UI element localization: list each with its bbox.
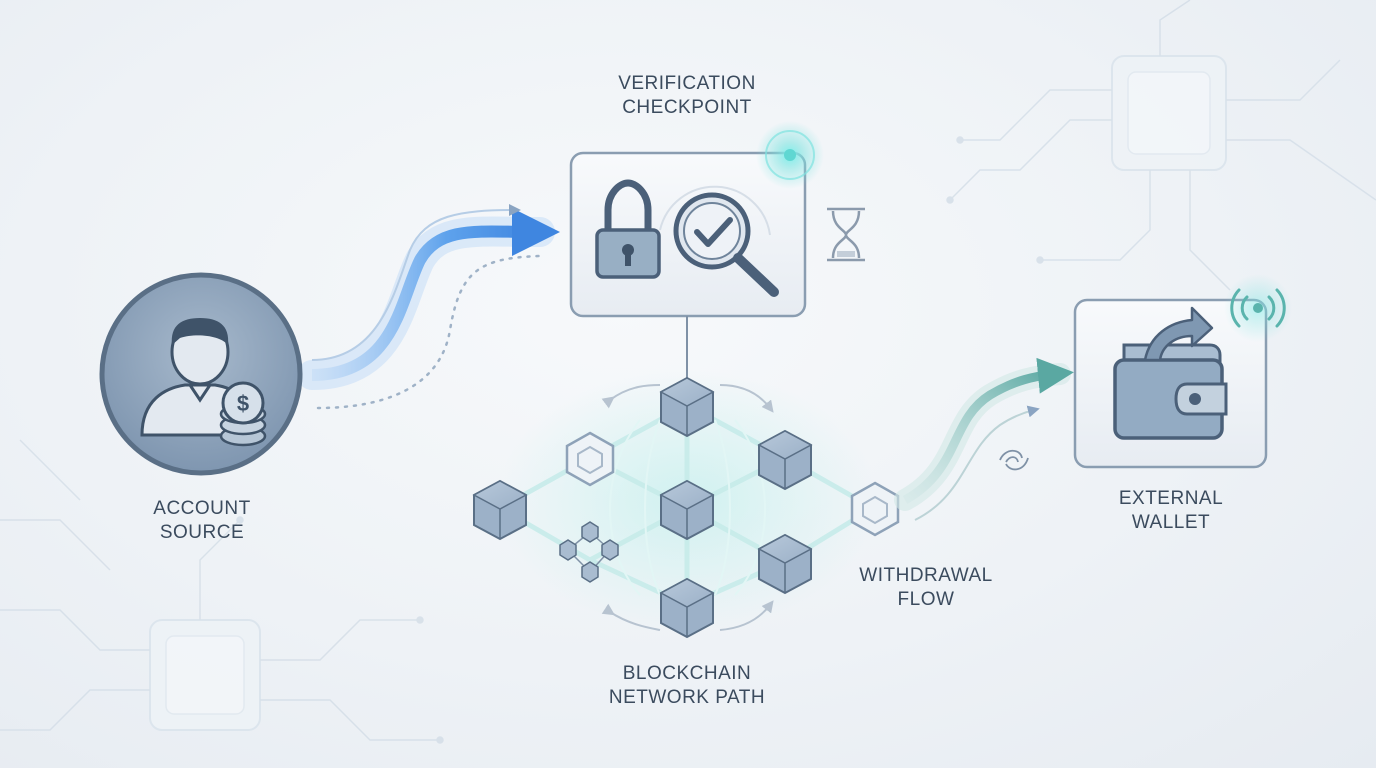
blockchain-network-path-label-line1: BLOCKCHAIN <box>622 663 752 684</box>
external-wallet-label-line2: WALLET <box>1131 512 1211 533</box>
account-source-label-line1: ACCOUNT <box>153 498 251 519</box>
account-to-checkpoint-flow <box>297 204 560 410</box>
verification-checkpoint-label-line2: CHECKPOINT <box>622 97 752 118</box>
magnifier-check-icon <box>659 185 779 297</box>
svg-text:$: $ <box>237 391 249 416</box>
user-with-coins-icon: $ <box>140 318 267 447</box>
account-source-label: ACCOUNT SOURCE <box>122 497 282 545</box>
blockchain-cubes-icon <box>559 521 619 583</box>
blockchain-network-path-label-line2: NETWORK PATH <box>608 687 766 708</box>
network-cube <box>659 479 715 541</box>
account-source-label-line2: SOURCE <box>159 522 245 543</box>
network-cube <box>659 577 715 639</box>
coins-icon: $ <box>219 381 267 447</box>
verification-checkpoint-node <box>569 121 824 318</box>
withdrawal-flow-label: WITHDRAWAL FLOW <box>846 564 1006 612</box>
external-wallet-node <box>1073 274 1292 469</box>
external-wallet-label-line1: EXTERNAL <box>1118 488 1224 509</box>
padlock-icon <box>595 179 661 279</box>
network-hex-node <box>850 481 900 537</box>
circuit-background <box>0 0 1376 744</box>
withdrawal-flow-label-line1: WITHDRAWAL <box>859 565 993 586</box>
network-cube <box>472 479 528 541</box>
network-cube <box>757 533 813 595</box>
network-cube <box>757 429 813 491</box>
verification-checkpoint-label-line1: VERIFICATION <box>618 73 756 94</box>
withdrawal-flow-path <box>894 357 1074 521</box>
wireless-signal-icon <box>1224 274 1292 342</box>
hourglass-icon <box>827 207 865 262</box>
swirl-icon <box>999 449 1029 471</box>
wallet-icon <box>1113 343 1228 440</box>
blockchain-network-path-label: BLOCKCHAIN NETWORK PATH <box>587 662 787 710</box>
blockchain-network-node <box>472 370 900 639</box>
external-wallet-label: EXTERNAL WALLET <box>1091 487 1251 535</box>
account-source-node: $ <box>99 272 303 476</box>
verification-checkpoint-label: VERIFICATION CHECKPOINT <box>587 72 787 120</box>
signal-dot-icon <box>756 121 824 189</box>
outgoing-arrow-icon <box>1143 306 1214 362</box>
withdrawal-flow-label-line2: FLOW <box>897 589 955 610</box>
network-cube <box>659 376 715 438</box>
network-hex-node <box>565 431 615 487</box>
